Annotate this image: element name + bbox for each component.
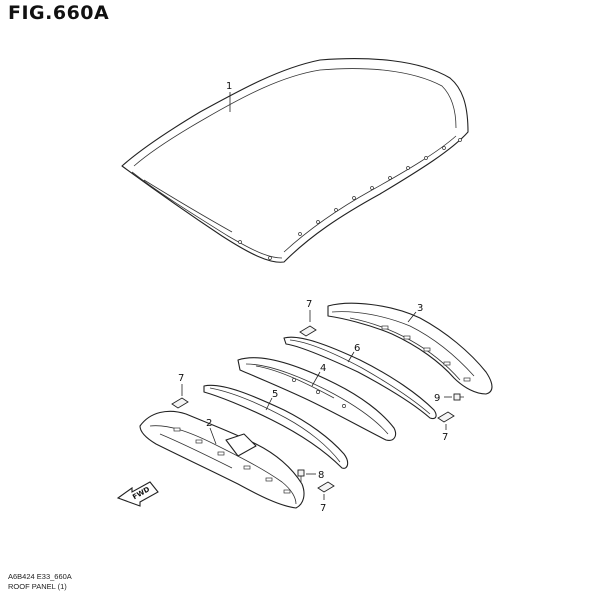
rear-rail-holes [381,325,471,382]
roof-panel-side-holes [238,138,462,260]
callout-8: 8 [318,470,324,481]
fastener-8[interactable] [297,469,305,482]
figure-footer: A6B424 E33_660A ROOF PANEL (1) [8,572,72,591]
callout-2: 2 [206,418,212,429]
part-roof-panel[interactable] [121,58,469,263]
part-front-roof-rail[interactable] [139,410,305,509]
clip-7-left[interactable] [171,397,189,409]
callout-3: 3 [417,303,423,314]
figure-code: A6B424 E33_660A [8,572,72,581]
clip-7-top[interactable] [299,325,317,337]
callout-6: 6 [354,343,360,354]
front-rail-holes [173,427,291,494]
part-rear-roof-rail[interactable] [327,302,493,395]
callout-7-top: 7 [306,299,312,310]
clip-7-right[interactable] [437,411,455,423]
callout-7-left: 7 [178,373,184,384]
callout-4: 4 [320,363,326,374]
callout-7-right: 7 [442,432,448,443]
part-roof-bow-center[interactable] [237,357,397,441]
fastener-9[interactable] [453,393,464,401]
fwd-direction-arrow: FWD [116,481,159,507]
part-roof-bow-front[interactable] [283,336,437,420]
callout-7-bottom: 7 [320,503,326,514]
callout-1: 1 [226,81,232,92]
callout-5: 5 [272,389,278,400]
part-roof-bow-rear[interactable] [203,384,349,469]
callout-9: 9 [434,393,440,404]
figure-title: FIG.660A [8,2,110,24]
clip-7-bottom[interactable] [317,481,335,493]
figure-caption: ROOF PANEL (1) [8,581,67,591]
